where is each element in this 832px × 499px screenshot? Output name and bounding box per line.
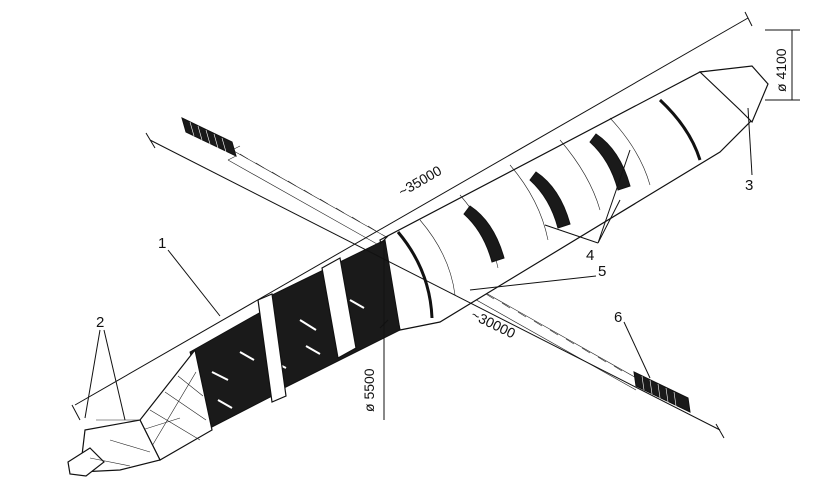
window-1	[589, 133, 631, 191]
window-2	[529, 171, 571, 229]
leader-lines	[84, 107, 753, 421]
leader-4	[544, 149, 631, 244]
leader-2	[84, 329, 126, 421]
window-3	[463, 205, 505, 263]
leader-5	[469, 275, 597, 291]
nose-dia-dim	[765, 29, 800, 101]
dim-body-diameter: ø 5500	[361, 368, 377, 412]
solar-panel-upper	[181, 117, 237, 157]
leader-3	[747, 107, 753, 176]
habitat-cylinder	[379, 67, 766, 331]
dimension-lines	[71, 11, 800, 439]
label-6: 6	[614, 309, 622, 326]
label-2: 2	[96, 314, 104, 331]
label-4: 4	[586, 247, 594, 264]
dim-truss-length: ~30000	[469, 306, 519, 341]
truss-lattice	[239, 153, 623, 372]
dim-nose-diameter: ø 4100	[773, 48, 789, 92]
label-1: 1	[158, 235, 166, 252]
dim-total-length: ~35000	[396, 162, 445, 200]
label-3: 3	[745, 177, 753, 194]
label-5: 5	[598, 263, 606, 280]
length-dim-line	[74, 17, 749, 406]
leader-6	[623, 321, 651, 379]
nose-cap	[698, 65, 769, 124]
nose-tip	[67, 447, 105, 477]
truss-dim-line	[149, 139, 721, 431]
leader-1	[167, 249, 221, 317]
station-hull	[67, 65, 769, 477]
solar-panel-lower	[633, 371, 691, 413]
